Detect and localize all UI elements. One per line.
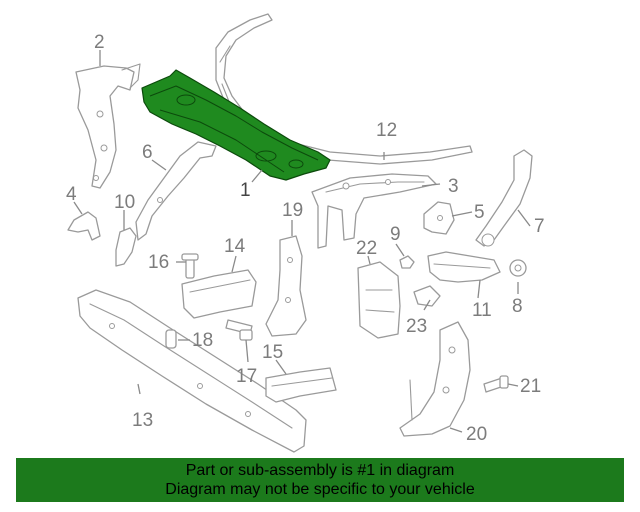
callout-2: 2	[94, 32, 105, 53]
part-6-left-diagonal-support	[135, 141, 217, 241]
part-13-bumper-reinforcement	[77, 289, 307, 453]
callout-11: 11	[472, 300, 492, 321]
part-14-left-bracket-block	[181, 269, 257, 319]
callout-1: 1	[240, 180, 251, 201]
part-20-right-lower-support	[399, 321, 471, 437]
callout-labels: 1 2 3 4 5 6 7 8 9 10 11 12 13 14 15 16 1…	[66, 32, 545, 445]
part-18-spacer	[165, 329, 177, 349]
part-11-right-lower-bracket	[427, 251, 501, 283]
part-7-right-support-arm	[475, 149, 533, 247]
callout-10: 10	[114, 192, 135, 213]
part-5-right-bracket	[423, 201, 455, 235]
part-notice-banner: Part or sub-assembly is #1 in diagram Di…	[16, 458, 624, 502]
banner-line-part: Part or sub-assembly is #1 in diagram	[185, 462, 455, 479]
callout-14: 14	[224, 236, 246, 257]
callout-23: 23	[406, 316, 427, 337]
callout-7: 7	[534, 216, 545, 237]
banner-line-disclaimer: Diagram may not be specific to your vehi…	[165, 481, 475, 498]
part-3-center-bracket	[311, 173, 437, 249]
callout-22: 22	[356, 238, 377, 259]
part-9-clip	[399, 255, 415, 269]
callout-6: 6	[142, 142, 153, 163]
part-10-lower-bracket	[115, 227, 137, 267]
callout-13: 13	[132, 410, 153, 431]
callout-18: 18	[192, 330, 213, 351]
callout-12: 12	[376, 120, 397, 141]
part-16-stud	[181, 253, 199, 279]
callout-8: 8	[512, 296, 523, 317]
callout-9: 9	[390, 224, 401, 245]
callout-4: 4	[66, 184, 77, 205]
part-15-lower-center-bracket	[265, 367, 337, 403]
part-4-small-bracket	[67, 211, 101, 241]
callout-20: 20	[466, 424, 487, 445]
part-19-center-vertical-support	[265, 235, 307, 337]
callout-17: 17	[236, 366, 257, 387]
callout-16: 16	[148, 252, 169, 273]
callout-3: 3	[448, 176, 459, 197]
part-2-left-upper-bracket	[75, 63, 141, 189]
leader-lines	[73, 50, 531, 433]
callout-5: 5	[474, 202, 485, 223]
callout-15: 15	[262, 342, 283, 363]
part-1-cowl-panel	[141, 69, 331, 181]
callout-19: 19	[282, 200, 303, 221]
callout-21: 21	[520, 376, 541, 397]
part-21-bolt	[483, 375, 509, 393]
part-8-grommet	[509, 259, 527, 277]
part-17-bolt	[225, 319, 253, 341]
exploded-parts-diagram: 1 2 3 4 5 6 7 8 9 10 11 12 13 14 15 16 1…	[66, 13, 545, 453]
part-22-center-panel	[357, 261, 401, 339]
part-23-small-plate	[413, 285, 441, 307]
